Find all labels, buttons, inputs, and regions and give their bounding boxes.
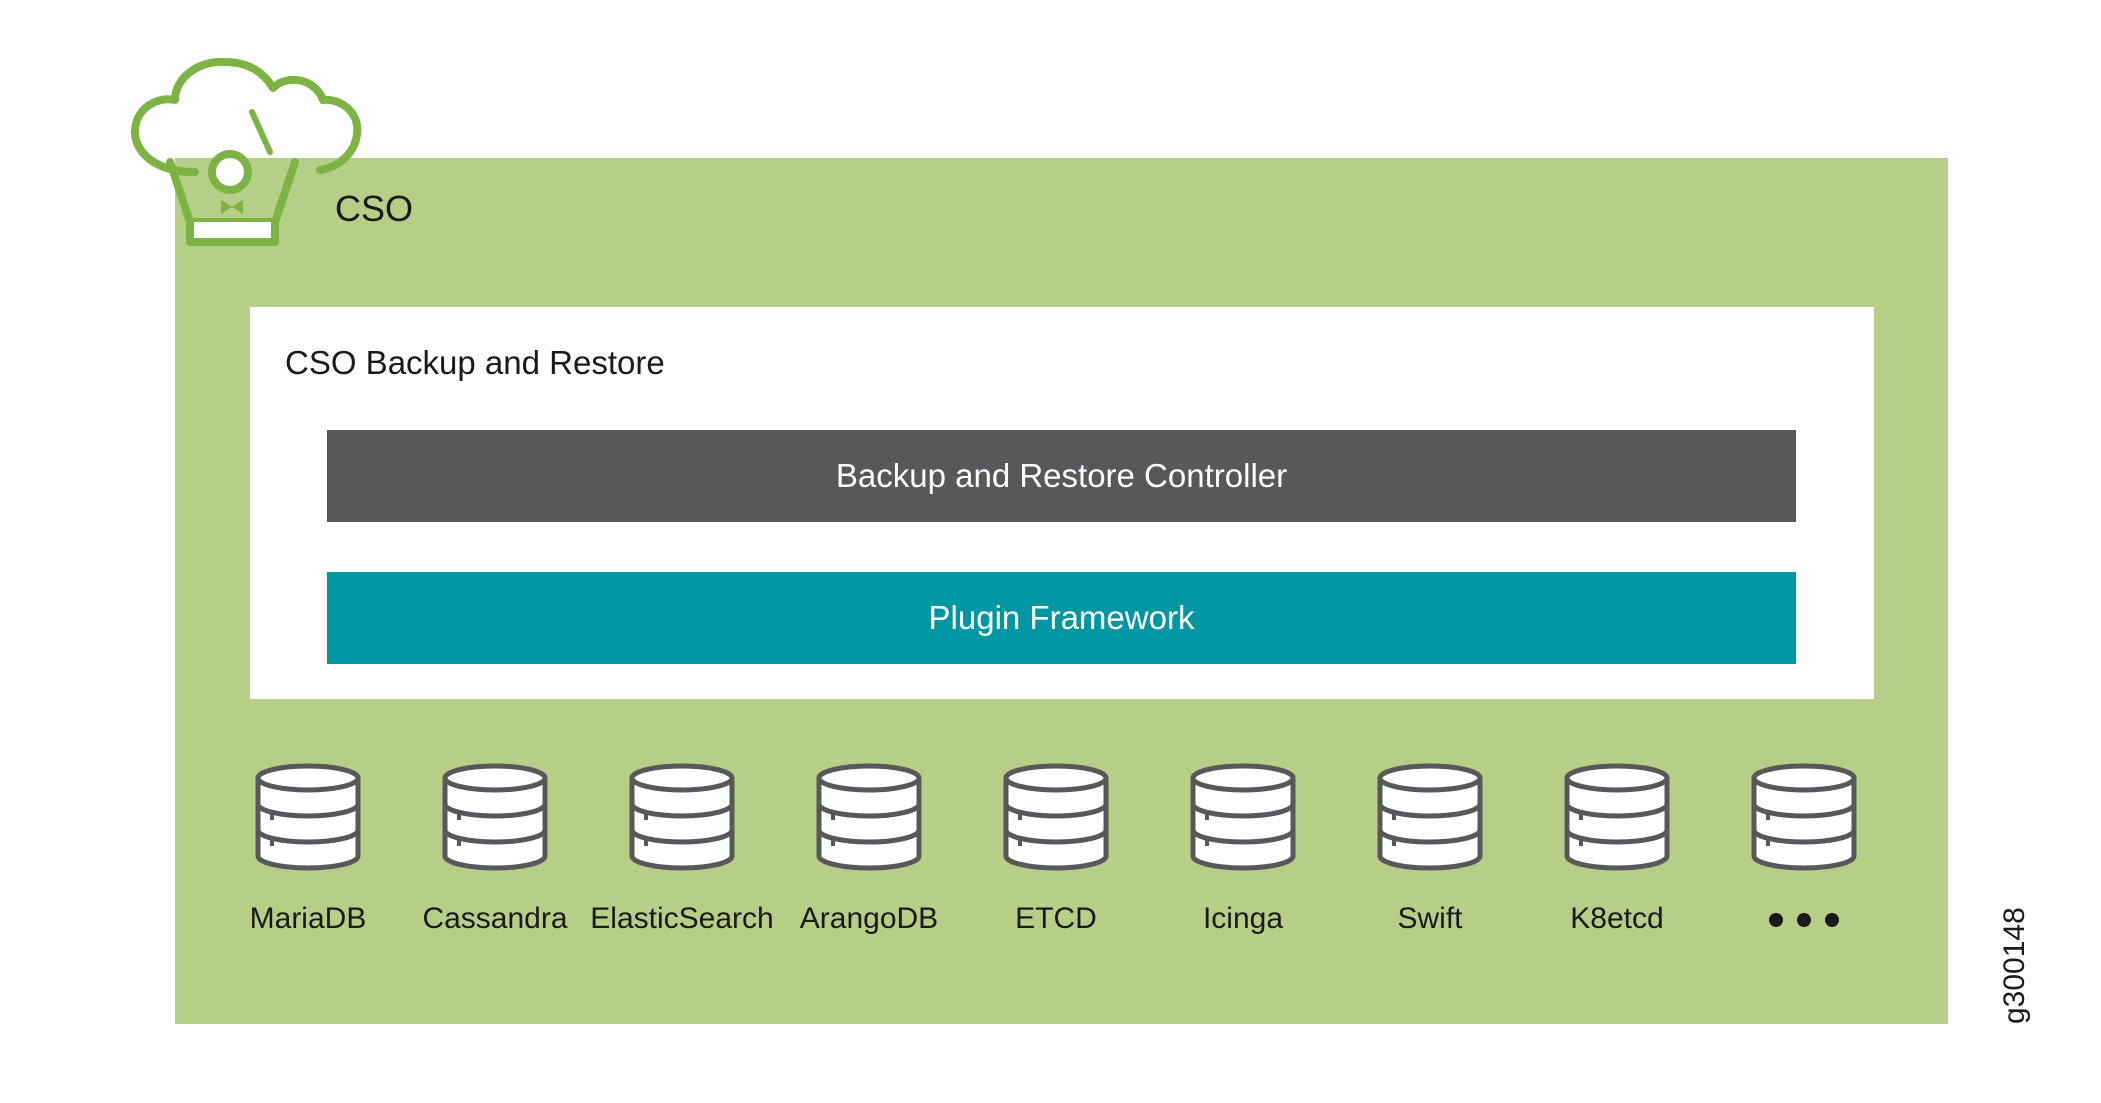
database-icon — [1003, 763, 1109, 871]
database-icon — [1564, 763, 1670, 871]
ellipsis-dot — [1825, 913, 1839, 927]
backup-restore-controller-bar: Backup and Restore Controller — [327, 430, 1796, 522]
cloud-orchestrator-icon — [131, 57, 362, 246]
database-icon — [1190, 763, 1296, 871]
database-item: Icinga — [1133, 762, 1353, 942]
database-item: MariaDB — [198, 762, 418, 942]
database-item: Cassandra — [385, 762, 605, 942]
backup-restore-title: CSO Backup and Restore — [285, 344, 665, 381]
database-label: MariaDB — [249, 902, 367, 935]
database-label: Cassandra — [422, 902, 568, 935]
database-item-more — [1694, 762, 1914, 942]
ellipsis-dot — [1797, 913, 1811, 927]
ellipsis-icon — [1694, 905, 1914, 935]
plugin-framework-bar: Plugin Framework — [327, 572, 1796, 664]
database-icon — [442, 763, 548, 871]
plugin-framework-label: Plugin Framework — [928, 599, 1195, 636]
database-icon — [629, 763, 735, 871]
database-item: ArangoDB — [759, 762, 979, 942]
database-label: K8etcd — [1570, 902, 1664, 935]
database-item: Swift — [1320, 762, 1540, 942]
database-icon — [255, 763, 361, 871]
database-label: ElasticSearch — [590, 902, 774, 935]
database-icon — [1377, 763, 1483, 871]
cso-label: CSO — [335, 188, 414, 229]
database-item: ETCD — [946, 762, 1166, 942]
database-label: Swift — [1397, 902, 1463, 935]
database-label: ArangoDB — [799, 902, 939, 935]
database-item: ElasticSearch — [572, 762, 792, 942]
ellipsis-dot — [1769, 913, 1783, 927]
database-item: K8etcd — [1507, 762, 1727, 942]
controller-label: Backup and Restore Controller — [835, 457, 1288, 494]
database-icon — [1751, 763, 1857, 871]
figure-id: g300148 — [1998, 907, 2031, 1024]
database-icon — [816, 763, 922, 871]
database-label: ETCD — [1015, 902, 1097, 935]
database-label: Icinga — [1202, 902, 1284, 935]
